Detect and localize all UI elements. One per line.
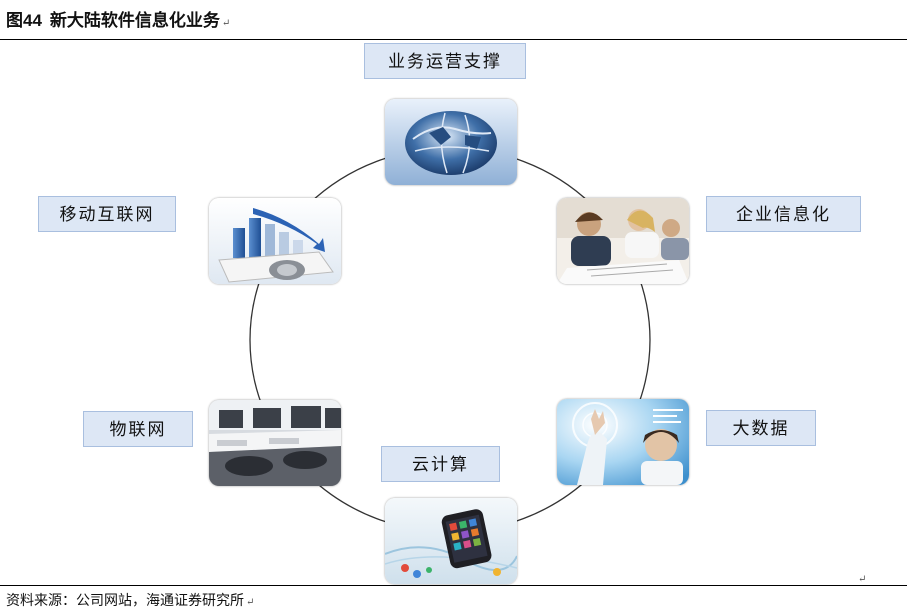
source-text: 资料来源：公司网站，海通证券研究所	[6, 593, 244, 609]
label-mobile-internet: 移动互联网	[38, 196, 176, 232]
figure-title: 图44 新大陆软件信息化业务↵	[6, 6, 230, 31]
label-big-data: 大数据	[706, 410, 816, 446]
return-mark: ↵	[858, 574, 867, 585]
label-cloud: 云计算	[381, 446, 500, 482]
computer-lab-icon	[209, 400, 341, 486]
office-team-icon	[557, 198, 689, 284]
figure-number: 图44	[6, 11, 42, 30]
label-business-ops: 业务运营支撑	[364, 43, 526, 79]
bar-chart-icon	[209, 198, 341, 284]
figure-title-text: 新大陆软件信息化业务	[49, 11, 220, 31]
smartphone-icon	[385, 498, 517, 584]
footer-divider	[0, 585, 907, 586]
return-mark: ↵	[246, 597, 255, 608]
title-divider	[0, 39, 907, 40]
globe-icon	[385, 99, 517, 185]
label-iot: 物联网	[83, 411, 193, 447]
label-enterprise-it: 企业信息化	[706, 196, 861, 232]
source-note: 资料来源：公司网站，海通证券研究所↵	[6, 590, 254, 610]
return-mark: ↵	[221, 18, 231, 29]
touch-screen-icon	[557, 399, 689, 485]
